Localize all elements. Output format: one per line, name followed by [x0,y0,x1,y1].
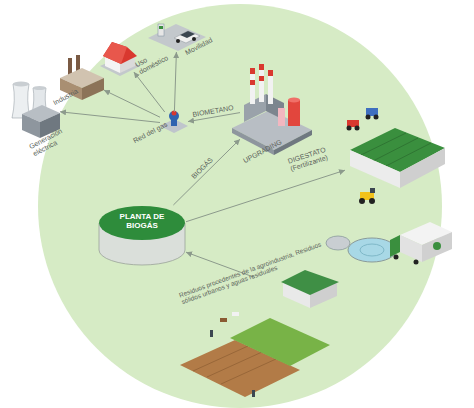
upgrading-plant-part [250,68,255,74]
waste-sources-part [400,235,422,262]
car-and-pump-part [158,24,164,36]
waste-sources-part [394,255,399,260]
gas-grid-valve-part [169,111,179,121]
car-and-pump-part [180,31,195,38]
waste-sources-part [433,242,441,250]
mobility-node: Movilidad [148,16,206,52]
greenhouse-and-tractors-part [347,126,352,131]
waste-sources-part [221,359,276,384]
house-part [103,42,137,64]
waste-sources-part [207,352,262,377]
flow-line [174,52,176,112]
waste-sources-part [232,312,239,316]
upgrading-plant-part [268,70,273,104]
flow-line [134,72,165,112]
waste-sources-part [281,270,339,295]
greenhouse-and-tractors-part [361,133,406,155]
greenhouse-and-tractors [347,108,446,204]
upgrading-plant-part [288,100,300,126]
gas-grid-valve-part [172,111,177,116]
upgrading-plant-part [259,64,264,102]
greenhouse-and-tractors-part [370,188,375,193]
upgrading-plant-part [268,70,273,76]
power-node: Generación eléctrica [8,78,60,140]
greenhouse-and-tractors-part [374,115,379,120]
greenhouse-and-tractors-part [373,138,418,161]
upgrading-plant-part [288,98,300,103]
greenhouse-and-tractors-part [400,148,445,188]
industry-building-part [82,78,104,100]
waste-sources-part [220,318,227,322]
digestate-node: DIGESTATO (Fertilizante) [345,120,445,188]
gas-grid-node: Red del gas [160,112,188,136]
waste-sources-part [210,330,213,337]
cylinder-top [99,206,185,240]
flow-line [104,90,160,117]
waste-sources-part [360,244,384,256]
waste-sources-node: Residuos procedentes de la agroindustria… [255,225,445,400]
greenhouse-and-tractors-part [366,115,371,120]
waste-sources-part [326,236,350,250]
biogas-plant-cylinder: PLANTA DE BIOGÁS [98,205,186,267]
waste-sources-part [390,235,400,257]
upgrading-node: UPGRADING [240,62,305,152]
flow-line [186,170,345,222]
car-and-pump-part [159,26,163,29]
upgrading-plant-part [278,108,285,126]
node-label: PLANTA DE BIOGÁS [116,213,168,231]
greenhouse-and-tractors-part [369,198,375,204]
upgrading-plant-part [259,64,264,70]
waste-sources-part [230,318,330,366]
power-plant-part [33,86,46,90]
greenhouse-and-tractors-part [355,126,360,131]
power-plant-part [22,114,40,138]
upgrading-plant-part [259,76,264,81]
upgrading-plant-part [250,80,255,85]
house [100,42,140,76]
greenhouse-and-tractors-part [350,150,400,188]
house-part [103,42,127,64]
industry-node: Industria [58,58,104,100]
greenhouse-and-tractors-part [359,198,365,204]
waste-sources-part [414,260,419,265]
car-and-pump-part [174,31,200,43]
upgrading-plant-part [250,68,255,104]
flow-line [173,139,240,205]
waste-sources-part [348,238,396,262]
background-circle [38,4,442,408]
car-and-pump-part [192,37,196,41]
power-plant-part [13,82,29,87]
waste-sources-part [193,346,248,371]
car-and-pump-part [176,39,180,43]
household-node: Uso doméstico [100,36,140,72]
waste-sources-part [252,390,255,397]
waste-sources-part [422,232,452,262]
flow-line [60,112,160,123]
